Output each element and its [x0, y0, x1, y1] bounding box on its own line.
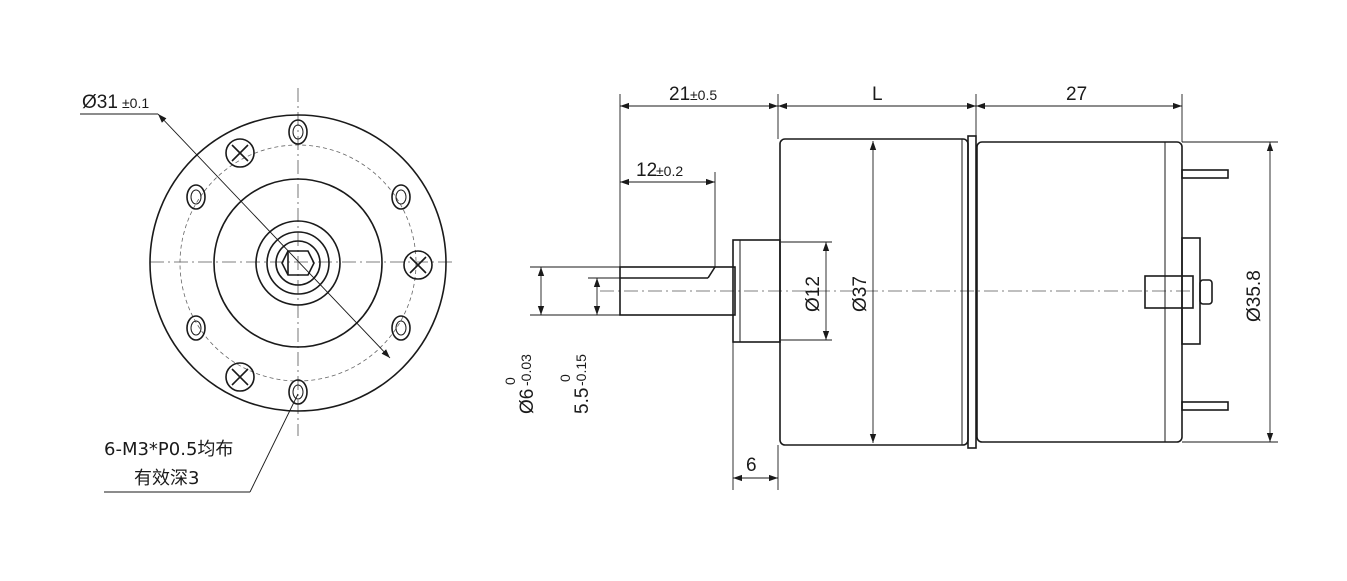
flat-depth-lower-tol: -0.15	[573, 354, 589, 386]
motor-diameter-label: Ø35.8	[1244, 270, 1265, 322]
shaft-diameter-label: Ø6	[517, 389, 538, 414]
screw-icon	[225, 362, 255, 392]
output-shaft	[619, 266, 736, 316]
shaft-length-label: 21	[669, 84, 690, 105]
motor-length-label: 27	[1066, 84, 1087, 105]
note-leader-line	[249, 393, 299, 493]
flange-dia-tolerance: ±0.1	[122, 95, 149, 111]
flat-length-tolerance: ±0.2	[656, 163, 683, 179]
hub-length-label: 6	[746, 455, 757, 476]
flat-depth-callout: 5.5 0 -0.15	[557, 354, 593, 414]
mounting-hole	[288, 379, 308, 405]
screw-icon	[225, 138, 255, 168]
shaft-diameter-lower-tol: -0.03	[518, 354, 534, 386]
mounting-hole	[186, 184, 206, 210]
motor-terminal-top	[1181, 169, 1229, 179]
motor-rear-shaft	[1199, 279, 1213, 305]
thread-note-line1: 6-M3*P0.5均布	[104, 439, 233, 460]
screw-icon	[403, 250, 433, 280]
mounting-hole	[391, 184, 411, 210]
gearbox-diameter-label: Ø37	[850, 276, 871, 312]
motor-body	[976, 141, 1183, 443]
gearbox-flange-ring	[967, 135, 977, 449]
shaft-diameter-upper-tol: 0	[502, 377, 518, 385]
shaft-flat-end	[707, 266, 716, 279]
front-view: Ø31 ±0.1 6-M3*P0.5均布 有效深3	[80, 88, 452, 493]
flat-depth-label: 5.5	[572, 388, 593, 414]
thread-note-line2: 有效深3	[134, 468, 199, 489]
side-view: 21 ±0.5 L 27 12 ±0.2 6 Ø12 Ø37 Ø35.8 Ø6 …	[502, 84, 1278, 490]
motor-terminal-bottom	[1181, 401, 1229, 411]
gearbox-length-label: L	[872, 84, 883, 105]
mounting-hole	[186, 315, 206, 341]
shaft-diameter-callout: Ø6 0 -0.03	[502, 354, 538, 414]
mounting-hole	[391, 315, 411, 341]
dia-leader-line	[157, 113, 391, 359]
flange-dia-label: Ø31	[82, 92, 118, 113]
motor-bushing	[1144, 275, 1194, 309]
shaft-length-tolerance: ±0.5	[690, 87, 717, 103]
flat-depth-upper-tol: 0	[557, 374, 573, 382]
hub-diameter-label: Ø12	[803, 276, 824, 312]
flat-length-label: 12	[636, 160, 657, 181]
